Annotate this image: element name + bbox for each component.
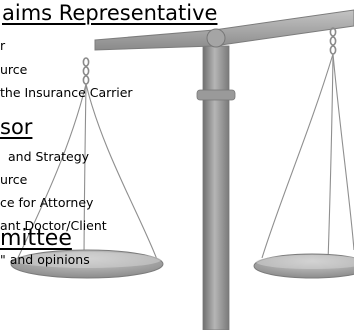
advisor-item-4: ant Doctor/Client: [0, 218, 107, 233]
right-pan-strings: [261, 53, 354, 263]
left-hook: [82, 57, 90, 85]
scale-collar: [196, 89, 236, 101]
right-pan: [253, 253, 354, 279]
claims-item-2: urce: [0, 62, 28, 77]
committee-item-1: " and opinions: [0, 252, 90, 267]
section-heading-committee: mittee: [0, 226, 72, 251]
advisor-item-2: urce: [0, 172, 28, 187]
left-pan: [10, 249, 164, 279]
section-heading-advisor: sor: [0, 115, 33, 139]
section-heading-claims-representative: aims Representative: [2, 1, 218, 25]
claims-item-3: the Insurance Carrier: [0, 85, 133, 100]
right-hook: [329, 27, 337, 55]
scale-pivot: [206, 28, 226, 48]
advisor-item-3: ce for Attorney: [0, 195, 94, 210]
claims-item-1: r: [0, 38, 6, 53]
scale-post: [202, 45, 230, 330]
advisor-item-1: and Strategy: [8, 149, 90, 164]
